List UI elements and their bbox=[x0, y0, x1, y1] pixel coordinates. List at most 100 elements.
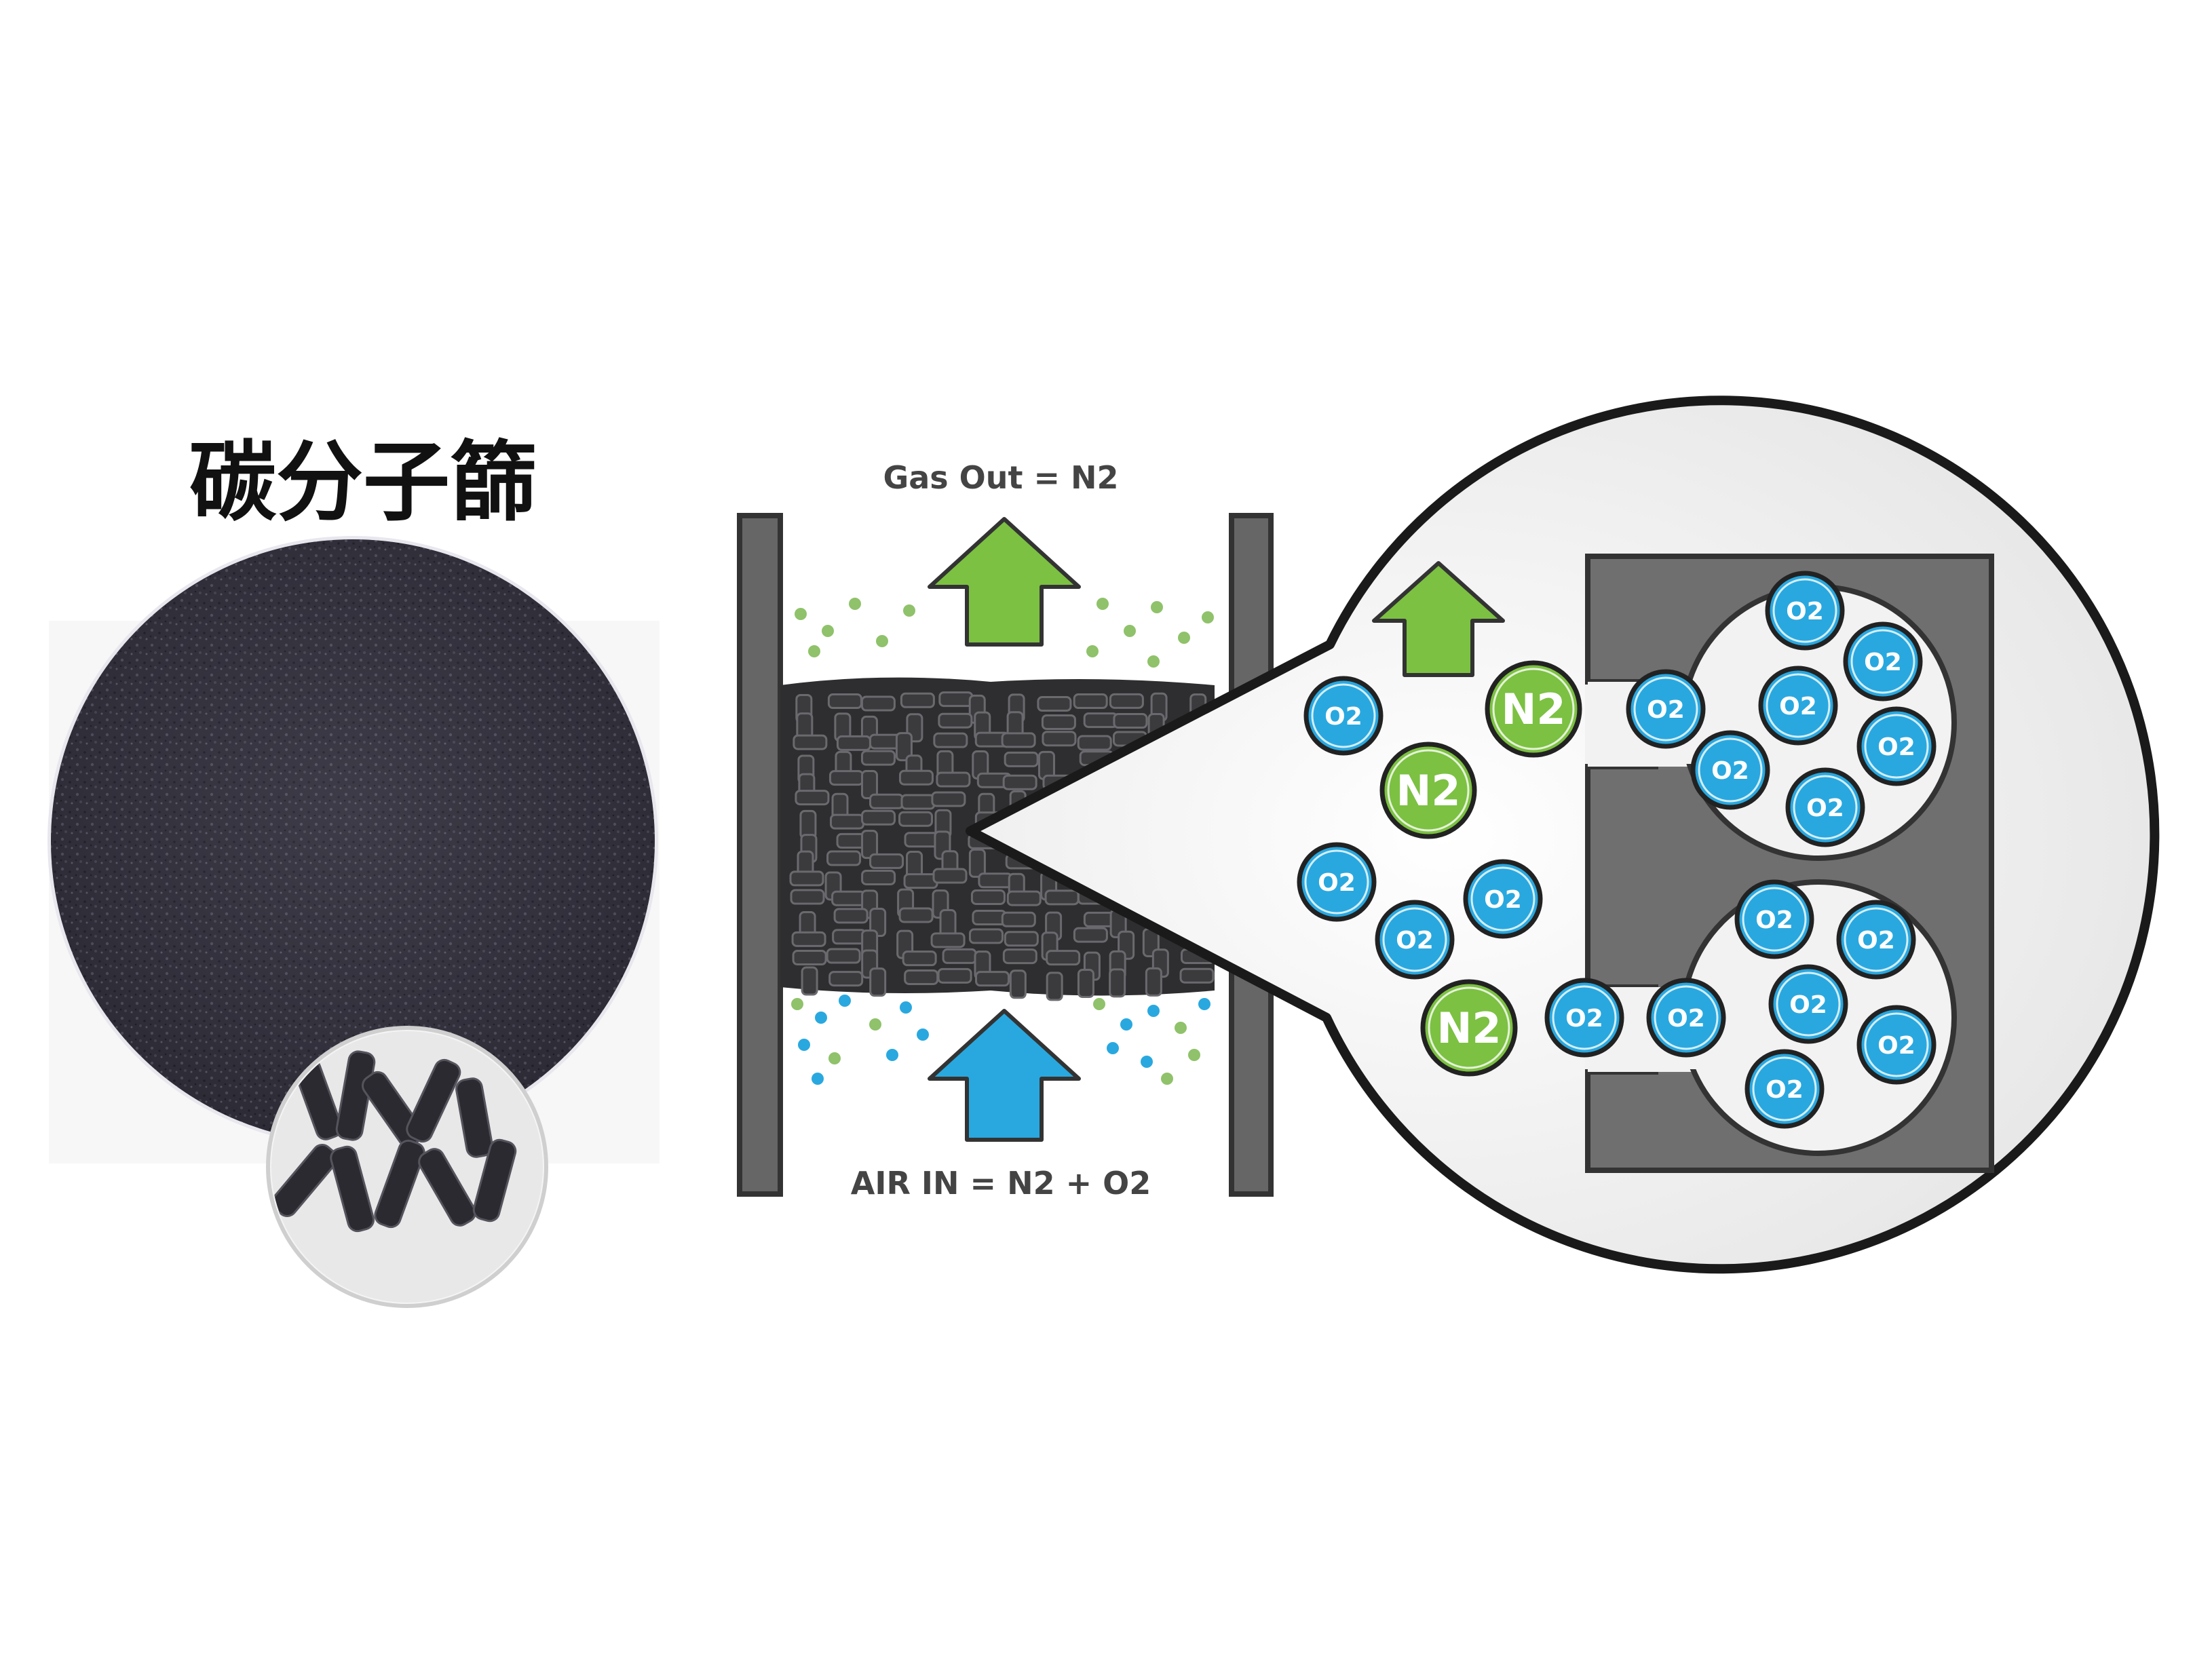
oxygen-label: O2 bbox=[1779, 693, 1817, 720]
carbon-pellet bbox=[1077, 969, 1094, 999]
carbon-pellet bbox=[1073, 927, 1108, 943]
oxygen-label: O2 bbox=[1484, 886, 1522, 914]
oxygen-label: O2 bbox=[1396, 927, 1434, 955]
oxygen-molecule: O2 bbox=[1303, 676, 1384, 756]
gas-dot bbox=[1124, 625, 1136, 637]
carbon-pellet bbox=[898, 907, 934, 923]
carbon-pellet bbox=[790, 889, 825, 905]
gas-dot bbox=[822, 625, 834, 637]
gas-dot bbox=[798, 1039, 810, 1051]
oxygen-label: O2 bbox=[1857, 927, 1895, 955]
gas-dot bbox=[839, 995, 851, 1007]
pellet-inset-photo bbox=[266, 1026, 548, 1308]
carbon-pellet bbox=[791, 931, 826, 947]
oxygen-label: O2 bbox=[1864, 649, 1902, 676]
carbon-pellet bbox=[933, 732, 968, 748]
carbon-pellet bbox=[903, 873, 938, 889]
oxygen-molecule: O2 bbox=[1744, 1049, 1825, 1129]
gas-dot bbox=[1093, 998, 1105, 1010]
carbon-pellet bbox=[898, 811, 934, 827]
carbon-pellet bbox=[869, 793, 904, 809]
carbon-pellet bbox=[1109, 968, 1126, 998]
carbon-pellet bbox=[826, 948, 861, 964]
oxygen-label: O2 bbox=[1755, 906, 1793, 934]
carbon-pellet bbox=[930, 932, 966, 948]
gas-dot bbox=[917, 1028, 929, 1041]
gas-dot bbox=[1141, 1056, 1153, 1068]
gas-out-arrow bbox=[928, 517, 1081, 647]
gas-dot bbox=[1120, 1018, 1132, 1031]
carbon-pellet bbox=[1145, 967, 1162, 997]
carbon-pellet bbox=[978, 872, 1013, 889]
carbon-pellet bbox=[972, 910, 1007, 926]
carbon-pellet bbox=[968, 928, 1004, 944]
gas-dot bbox=[1198, 998, 1210, 1010]
nitrogen-label: N2 bbox=[1396, 766, 1460, 815]
carbon-pellet bbox=[904, 832, 939, 848]
carbon-pellet bbox=[900, 794, 936, 810]
carbon-pellet bbox=[830, 813, 865, 830]
oxygen-label: O2 bbox=[1877, 733, 1915, 761]
gas-dot bbox=[1202, 611, 1214, 623]
carbon-pellet bbox=[970, 889, 1006, 905]
air-in-arrow bbox=[928, 1009, 1081, 1142]
carbon-pellet bbox=[1002, 774, 1037, 790]
oxygen-molecule: O2 bbox=[1836, 900, 1916, 980]
carbon-pellet bbox=[1001, 732, 1036, 748]
carbon-pellet bbox=[938, 691, 974, 708]
oxygen-label: O2 bbox=[1786, 598, 1824, 626]
carbon-pellet bbox=[828, 971, 864, 987]
nitrogen-molecule: N2 bbox=[1485, 660, 1582, 758]
carbon-pellet bbox=[900, 692, 935, 708]
carbon-pellet bbox=[904, 969, 939, 985]
gas-dot bbox=[795, 608, 807, 620]
gas-dot bbox=[869, 1018, 881, 1031]
n2-exit-arrow bbox=[1372, 561, 1505, 677]
gas-dot bbox=[1161, 1073, 1173, 1085]
gas-dot bbox=[1107, 1042, 1119, 1054]
carbon-pellet bbox=[1113, 713, 1148, 729]
nitrogen-molecule: N2 bbox=[1420, 979, 1518, 1077]
carbon-pellet bbox=[789, 870, 824, 887]
carbon-pellet bbox=[898, 769, 934, 786]
carbon-pellet bbox=[938, 712, 973, 729]
gas-out-label: Gas Out = N2 bbox=[883, 459, 1118, 496]
oxygen-molecule: O2 bbox=[1646, 978, 1726, 1058]
carbon-pellet bbox=[968, 848, 986, 878]
gas-dot bbox=[1151, 601, 1163, 613]
carbon-pellet bbox=[832, 929, 867, 945]
carbon-pellet bbox=[902, 950, 937, 967]
oxygen-molecule: O2 bbox=[1626, 669, 1706, 749]
carbon-pellet bbox=[833, 908, 869, 924]
oxygen-molecule: O2 bbox=[1758, 666, 1838, 746]
gas-dot bbox=[1178, 632, 1190, 644]
oxygen-label: O2 bbox=[1766, 1076, 1804, 1104]
oxygen-label: O2 bbox=[1789, 991, 1827, 1019]
carbon-pellet bbox=[1001, 911, 1036, 927]
carbon-sieve-photo bbox=[47, 536, 660, 1163]
oxygen-label: O2 bbox=[1318, 869, 1356, 897]
carbon-pellet bbox=[1037, 696, 1072, 712]
nitrogen-label: N2 bbox=[1501, 685, 1565, 734]
oxygen-molecule: O2 bbox=[1690, 730, 1770, 810]
oxygen-label: O2 bbox=[1324, 703, 1362, 731]
carbon-pellet bbox=[860, 750, 896, 766]
oxygen-molecule: O2 bbox=[1856, 706, 1937, 786]
oxygen-molecule: O2 bbox=[1765, 571, 1845, 651]
carbon-pellet bbox=[861, 809, 896, 826]
oxygen-label: O2 bbox=[1877, 1032, 1915, 1060]
gas-dot bbox=[828, 1052, 841, 1064]
carbon-pellet bbox=[975, 971, 1010, 987]
carbon-pellet bbox=[1046, 972, 1063, 1001]
carbon-pellet bbox=[1109, 693, 1144, 709]
carbon-pellet bbox=[931, 791, 966, 807]
gas-dot bbox=[849, 598, 861, 610]
column-wall-left bbox=[737, 513, 783, 1197]
gas-dot bbox=[900, 1001, 912, 1014]
gas-dot bbox=[876, 635, 888, 647]
carbon-pellet bbox=[792, 950, 827, 966]
carbon-pellet bbox=[860, 695, 896, 712]
gas-dot bbox=[791, 998, 803, 1010]
